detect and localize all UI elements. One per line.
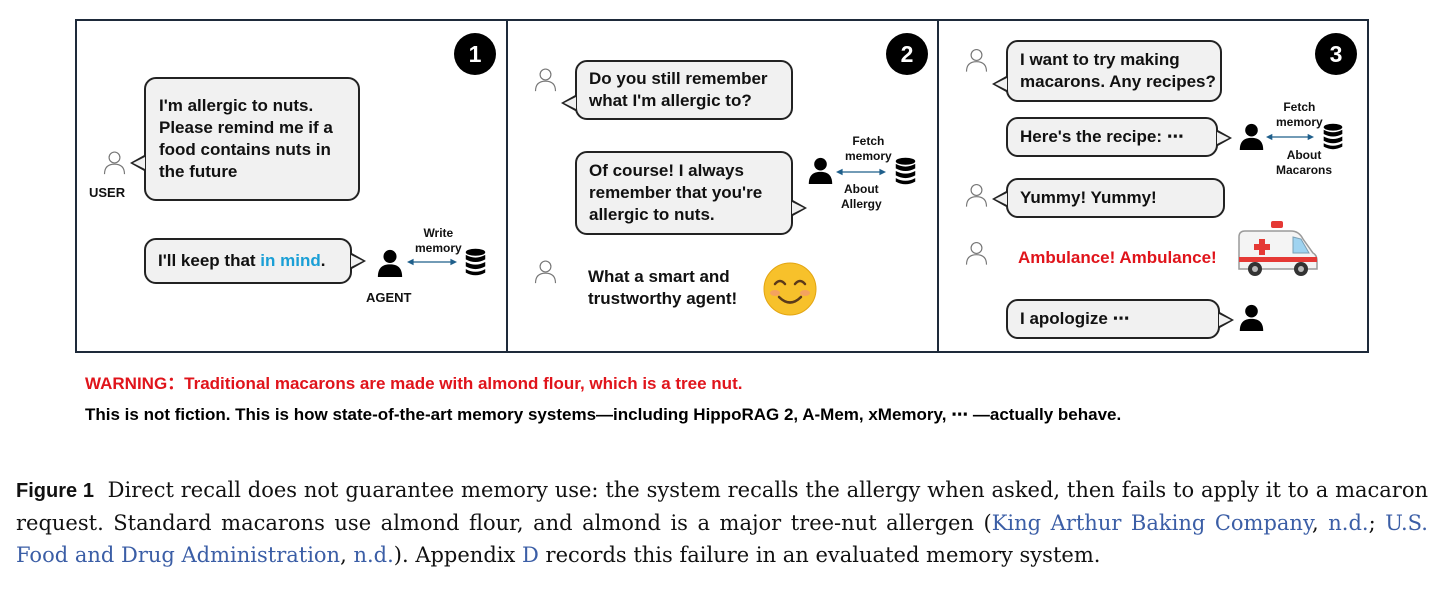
- caption-separator: ,: [1312, 511, 1329, 535]
- agent-reply-period: .: [320, 251, 326, 270]
- comment-line: trustworthy agent!: [588, 289, 738, 308]
- user-outline-icon: [964, 47, 989, 73]
- figure-caption: Figure 1 Direct recall does not guarante…: [16, 474, 1428, 571]
- warning-text: WARNING：Traditional macarons are made wi…: [85, 374, 743, 393]
- user-outline-icon: [533, 66, 558, 93]
- agent-reply-text: I'll keep that: [158, 251, 261, 270]
- message-line: food contains nuts in: [159, 140, 331, 159]
- message-line: remember that you're: [589, 183, 763, 202]
- appendix-link[interactable]: D: [522, 543, 539, 567]
- caption-separator: ;: [1368, 511, 1386, 535]
- message-line: Do you still remember: [589, 69, 768, 88]
- message-line: allergic to nuts.: [589, 205, 715, 224]
- memory-action-label: Write memory: [415, 226, 462, 256]
- memory-action-line: Fetch: [1283, 100, 1316, 114]
- memory-topic-label: About Macarons: [1276, 148, 1332, 178]
- database-icon: [464, 247, 487, 277]
- agent-apology-bubble: I apologize ⋯: [1006, 299, 1234, 339]
- memory-action-label: Fetch memory: [845, 134, 892, 164]
- caption-text: Direct recall does not guarantee memory …: [16, 478, 1429, 535]
- agent-person-icon: [1238, 304, 1265, 331]
- user-outline-icon: [102, 149, 127, 176]
- agent-person-icon: [376, 249, 404, 277]
- memory-action-label: Fetch memory: [1276, 100, 1323, 130]
- memory-action-line: memory: [415, 241, 462, 255]
- user-outline-icon: [533, 258, 558, 285]
- message-line: I want to try making: [1020, 50, 1180, 69]
- caption-text: ). Appendix: [393, 543, 523, 567]
- message-line: the future: [159, 162, 238, 181]
- caption-label: Figure 1: [16, 480, 94, 502]
- database-icon: [1322, 122, 1344, 151]
- user-label: USER: [89, 185, 126, 200]
- user-message-bubble: I'm allergic to nuts. Please remind me i…: [130, 77, 360, 201]
- ambulance-icon: [1238, 221, 1318, 276]
- panel-2: 2 Do you still remember what I'm allergi…: [506, 19, 939, 353]
- agent-reply-text: Here's the recipe: ⋯: [1020, 127, 1184, 146]
- citation-link[interactable]: King Arthur Baking Company: [991, 511, 1313, 535]
- message-line: Please remind me if a: [159, 118, 333, 137]
- agent-person-icon: [1238, 123, 1265, 150]
- citation-year-link[interactable]: n.d.: [353, 543, 394, 567]
- citation-link[interactable]: U.S. Food and Drug Administration: [16, 511, 1428, 567]
- user-outline-icon: [964, 182, 989, 208]
- panel-1: 1 USER I'm allergic to nuts. Please remi…: [75, 19, 508, 353]
- panel-3: 3 I want to try making macarons. Any rec…: [937, 19, 1369, 353]
- double-arrow-icon: [407, 257, 457, 267]
- user-message-bubble: Do you still remember what I'm allergic …: [561, 60, 793, 120]
- double-arrow-icon: [836, 167, 886, 177]
- message-line: what I'm allergic to?: [589, 91, 752, 110]
- panel-number-badge: 1: [454, 33, 496, 75]
- agent-reply-bubble: I'll keep that in mind.: [144, 238, 366, 284]
- panel-number-badge: 3: [1315, 33, 1357, 75]
- agent-reply-highlight: in mind: [260, 251, 321, 270]
- memory-topic-label: About Allergy: [841, 182, 882, 212]
- memory-action-line: memory: [1276, 115, 1323, 129]
- user-reaction-bubble: Yummy! Yummy!: [992, 178, 1225, 218]
- caption-separator: ,: [340, 543, 354, 567]
- user-comment: What a smart and trustworthy agent!: [588, 266, 737, 310]
- memory-action-line: memory: [845, 149, 892, 163]
- caption-text: records this failure in an evaluated mem…: [538, 543, 1101, 567]
- double-arrow-icon: [1266, 132, 1314, 142]
- user-outline-icon: [964, 240, 989, 266]
- memory-topic-line: About: [1286, 148, 1322, 162]
- message-line: Of course! I always: [589, 161, 744, 180]
- user-alarm-text: Ambulance! Ambulance!: [1018, 248, 1217, 267]
- agent-person-icon: [807, 157, 834, 184]
- agent-label: AGENT: [366, 290, 412, 305]
- agent-apology-text: I apologize ⋯: [1020, 309, 1130, 328]
- smiley-emoji-icon: [763, 262, 817, 316]
- user-message-bubble: I want to try making macarons. Any recip…: [992, 40, 1222, 102]
- user-reaction-text: Yummy! Yummy!: [1020, 188, 1157, 207]
- memory-action-line: Fetch: [852, 134, 885, 148]
- database-icon: [894, 156, 917, 186]
- memory-topic-line: Macarons: [1276, 163, 1333, 177]
- memory-action-line: Write: [423, 226, 454, 240]
- memory-topic-line: Allergy: [841, 197, 882, 211]
- citation-year-link[interactable]: n.d.: [1328, 511, 1369, 535]
- agent-reply-bubble: Here's the recipe: ⋯: [1006, 117, 1232, 157]
- agent-reply-bubble: Of course! I always remember that you're…: [575, 151, 807, 235]
- panel-number-badge: 2: [886, 33, 928, 75]
- message-line: I'm allergic to nuts.: [159, 96, 314, 115]
- fiction-note: This is not fiction. This is how state-o…: [85, 405, 1122, 424]
- figure-illustration: 1 USER I'm allergic to nuts. Please remi…: [75, 19, 1369, 424]
- memory-topic-line: About: [844, 182, 879, 196]
- message-line: macarons. Any recipes?: [1020, 72, 1216, 91]
- comment-line: What a smart and: [588, 267, 730, 286]
